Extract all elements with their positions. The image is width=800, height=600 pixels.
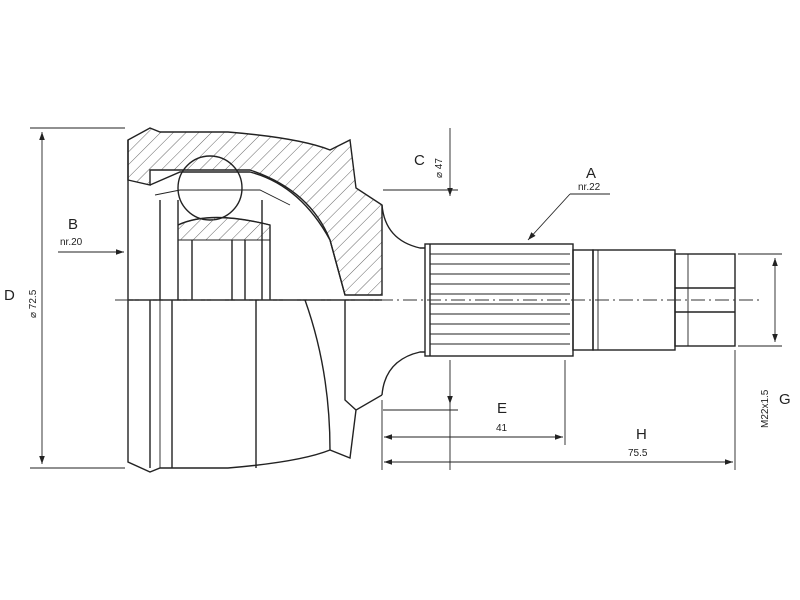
b-value: nr.20 <box>60 237 83 248</box>
dimension-b: B nr.20 <box>58 216 124 255</box>
housing-section-hatch <box>127 127 383 296</box>
d-value: ⌀ 72.5 <box>28 289 39 318</box>
cage-outline <box>149 171 346 296</box>
g-letter: G <box>779 391 791 408</box>
dimension-e: E 41 <box>381 360 566 470</box>
housing-curve <box>304 299 331 451</box>
housing-outline <box>127 140 383 473</box>
h-value: 75.5 <box>628 448 648 459</box>
cage-line <box>154 189 291 206</box>
dimension-g: G M22x1.5 <box>738 253 791 428</box>
d-letter: D <box>4 287 15 304</box>
c-value: ⌀ 47 <box>434 158 445 178</box>
e-letter: E <box>497 400 507 417</box>
housing-neck-lower <box>381 351 425 396</box>
a-letter: A <box>586 165 596 182</box>
a-value: nr.22 <box>578 182 601 193</box>
b-letter: B <box>68 216 78 233</box>
housing-lip <box>344 300 357 411</box>
g-value: M22x1.5 <box>760 389 771 428</box>
inner-race-hatch <box>177 217 271 241</box>
h-letter: H <box>636 426 647 443</box>
e-value: 41 <box>496 423 508 434</box>
spline-teeth <box>430 253 570 345</box>
c-letter: C <box>414 152 425 169</box>
dimension-a: A nr.22 <box>527 165 610 241</box>
dimension-h: H 75.5 <box>384 350 736 470</box>
dimension-d: D ⌀ 72.5 <box>4 127 125 469</box>
dimension-c: C ⌀ 47 <box>383 128 458 470</box>
housing-neck <box>381 204 425 249</box>
